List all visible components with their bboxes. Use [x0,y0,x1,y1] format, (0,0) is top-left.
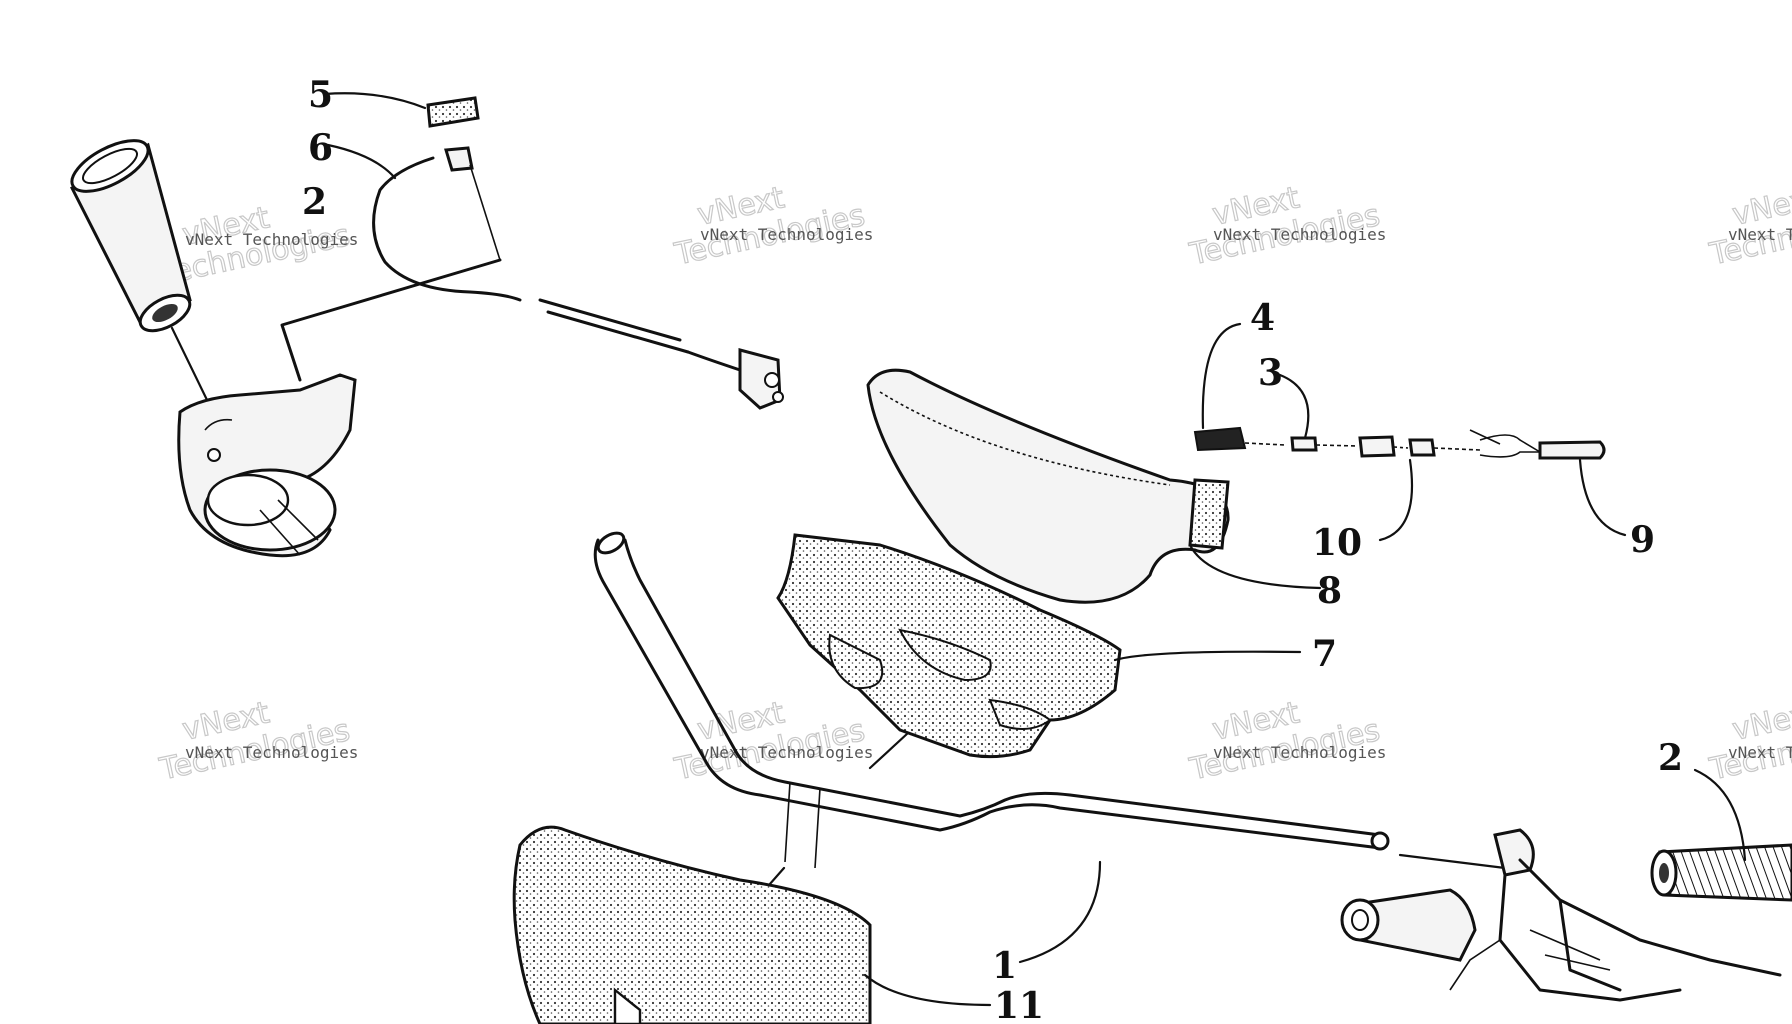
part-2-left-grip [70,139,210,404]
watermark-text: vNext Technologies [1213,743,1386,762]
watermark-text: vNext Technologies [700,743,873,762]
watermark-text: vNext Technologies [1213,225,1386,244]
callout-labels: 5 6 2 4 3 10 9 8 7 2 1 11 [302,74,1683,1024]
watermark-text: vNext Technologies [700,225,873,244]
watermark-mid-2: vNext Technologies [671,695,869,788]
part-6-heater-wire [280,143,784,410]
part-11-crossbar-pad [512,825,992,1024]
watermark-text: vNext Technologies [1728,743,1792,762]
watermark-mid-4: vNext Technologies [1706,695,1792,788]
callout-2-left: 2 [302,181,327,223]
callout-1: 1 [992,945,1017,987]
callout-11: 11 [994,985,1044,1024]
part-8-pad-cover [866,368,1322,604]
watermark-mid-3: vNext Technologies [1186,695,1384,788]
callout-8: 8 [1317,570,1342,612]
watermark-top-3: vNext Technologies [1186,180,1384,273]
part-1-handlebar [593,531,1507,964]
watermark-text: vNext Technologies [185,743,358,762]
watermark-text: vNext Technologies [1728,225,1792,244]
watermark-top-2: vNext Technologies [671,180,869,273]
right-lever-assembly [1340,828,1782,1002]
watermark-top-4: vNext Technologies [1706,180,1792,273]
callout-3: 3 [1258,352,1283,394]
callout-5: 5 [308,74,333,116]
part-5-pad [323,92,480,128]
callout-2-right: 2 [1658,737,1683,779]
watermark-mid-1: vNext Technologies [156,695,354,788]
part-7-pad-foam [776,533,1302,770]
part-2-right-grip [1650,768,1792,902]
callout-10: 10 [1312,522,1362,564]
throttle-housing [177,373,357,558]
callout-7: 7 [1312,633,1337,675]
watermark-text: vNext Technologies [185,230,358,249]
callout-6: 6 [308,127,333,169]
callout-9: 9 [1630,519,1655,561]
callout-4: 4 [1250,297,1275,339]
wiring-connectors [1193,322,1627,542]
